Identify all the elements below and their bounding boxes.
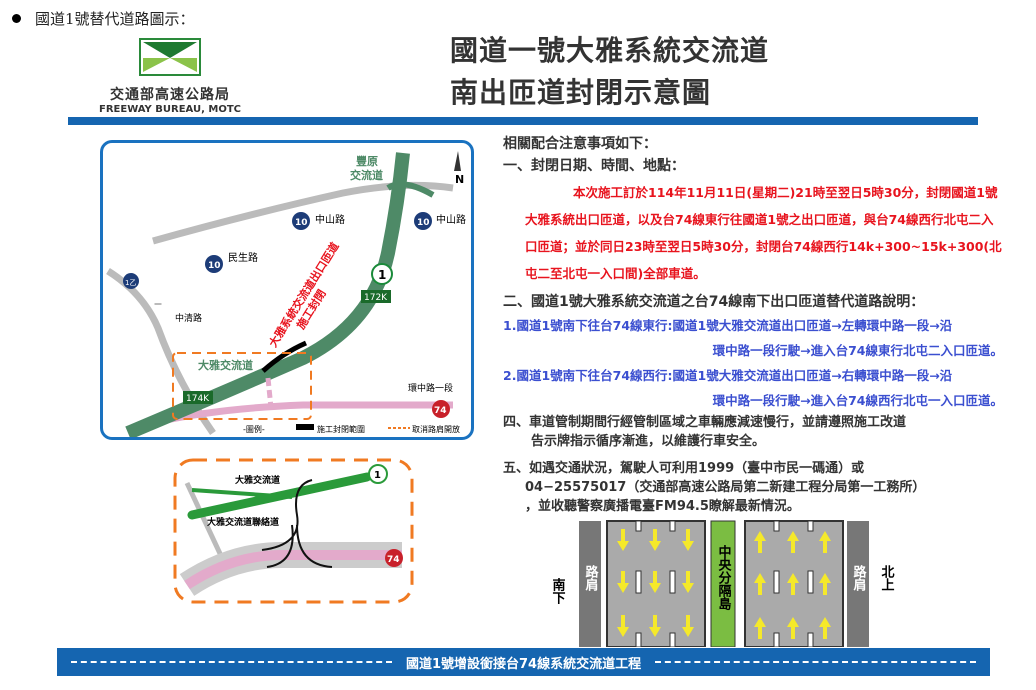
closure-details: 本次施工訂於114年11月11日(星期二)21時至翌日5時30分，封閉國道1號大… (525, 185, 1002, 281)
route-2-line-a: 2.國道1號南下往台74線西行:國道1號大雅交流道出口匝道→右轉環中路一段→沿 (503, 368, 953, 383)
section-4-line-b: 告示牌指示循序漸進，以維護行車安全。 (531, 434, 766, 449)
route74-badge: 74 (434, 406, 447, 416)
km174-sign: 174K (186, 394, 210, 404)
shoulder-label-left: 路肩 (583, 564, 599, 592)
km172-sign: 172K (364, 293, 388, 303)
legend-closure-swatch (296, 424, 314, 430)
closure-area-box (172, 352, 312, 420)
logo-en: FREEWAY BUREAU, MOTC (99, 104, 241, 115)
section-5-line-a: 五、如遇交通狀況，駕駛人可利用1999（臺中市民一碼通）或 (503, 461, 865, 476)
legend-title: -圖例- (243, 424, 265, 434)
route12-badge: 1乙 (125, 279, 136, 287)
route1-badge: 1 (378, 268, 386, 282)
section-2-title: 二、國道1號大雅系統交流道之台74線南下出口匝道替代道路說明： (503, 294, 925, 310)
route-1-line-b: 環中路一段行駛→進入台74線東行北屯二入口匝道。 (712, 343, 1003, 358)
minsheng-label: 民生路 (228, 251, 258, 264)
zhongshan-label-2: 中山路 (436, 213, 466, 226)
logo-mark-icon (139, 38, 201, 76)
route10-badge: 10 (295, 218, 308, 228)
zhongqing-label: 中清路 (175, 312, 202, 324)
footer-banner: 國道1號增設銜接台74線系統交流道工程 (57, 648, 990, 676)
bullet-icon (12, 14, 21, 23)
zhongshan-label: 中山路 (315, 213, 345, 226)
section-heading: 國道1號替代道路圖示： (35, 10, 195, 28)
lane-diagram: 南下 路肩 中央分隔島 路肩 北上 (550, 515, 900, 648)
logo-zh: 交通部高速公路局 (110, 87, 230, 103)
fengyuan-label: 豐原 (356, 154, 378, 168)
section-4-line-a: 四、車道管制期間行經管制區域之車輛應減速慢行，並請遵照施工改道 (503, 415, 907, 430)
route10-badge-3: 10 (208, 261, 221, 271)
north-icon: N (455, 173, 464, 186)
title-line-2: 南出匝道封閉示意圖 (450, 76, 712, 109)
freeway-bureau-logo: 交通部高速公路局 FREEWAY BUREAU, MOTC (95, 38, 245, 115)
section-5-line-b: 04−25575017（交通部高速公路局第二新建工程分局第一工務所） (525, 480, 926, 495)
shoulder-label-right: 路肩 (851, 564, 867, 592)
notes-section: 相關配合注意事項如下： 一、封閉日期、時間、地點： 本次施工訂於114年11月1… (503, 133, 1003, 516)
south-label: 南下 (550, 577, 565, 605)
section-bullet: 國道1號替代道路圖示： (12, 8, 195, 29)
title-line-1: 國道一號大雅系統交流道 (450, 34, 770, 67)
route-1-line-a: 1.國道1號南下往台74線東行:國道1號大雅交流道出口匝道→左轉環中路一段→沿 (503, 318, 953, 333)
inset-link-label: 大雅交流道聯絡道 (207, 516, 279, 528)
footer-text: 國道1號增設銜接台74線系統交流道工程 (405, 656, 642, 672)
inset-daya-label: 大雅交流道 (235, 474, 280, 486)
fengyuan-label-2: 交流道 (350, 168, 383, 182)
page-title: 國道一號大雅系統交流道 南出匝道封閉示意圖 (450, 30, 769, 114)
route10-badge-2: 10 (417, 218, 430, 228)
inset-route1-badge: 1 (374, 470, 381, 481)
header-divider (68, 117, 978, 125)
route-2-line-b: 環中路一段行駛→進入台74線西行北屯一入口匝道。 (712, 393, 1003, 408)
inset-map: 1 74 大雅交流道 大雅交流道聯絡道 (172, 455, 417, 607)
daya-ic-label: 大雅交流道 (198, 358, 253, 372)
inset-route74-badge: 74 (387, 555, 400, 565)
closure-segment (261, 340, 307, 373)
north-label: 北上 (879, 565, 895, 591)
legend-closure: 施工封閉範圍 (317, 424, 365, 434)
location-map: 豐原 交流道 N 10 中山路 10 中山路 10 民生路 1乙 中清路 1 1… (100, 140, 474, 440)
legend-shoulder: 取消路肩開放 (412, 424, 460, 434)
median-label: 中央分隔島 (716, 544, 732, 611)
section-5-line-c: ，並收聽警察廣播電臺FM94.5瞭解最新情況。 (525, 499, 800, 514)
notes-heading: 相關配合注意事項如下： (503, 136, 657, 152)
huanzhong-label: 環中路一段 (408, 382, 453, 394)
section-1-title: 一、封閉日期、時間、地點： (503, 158, 685, 174)
